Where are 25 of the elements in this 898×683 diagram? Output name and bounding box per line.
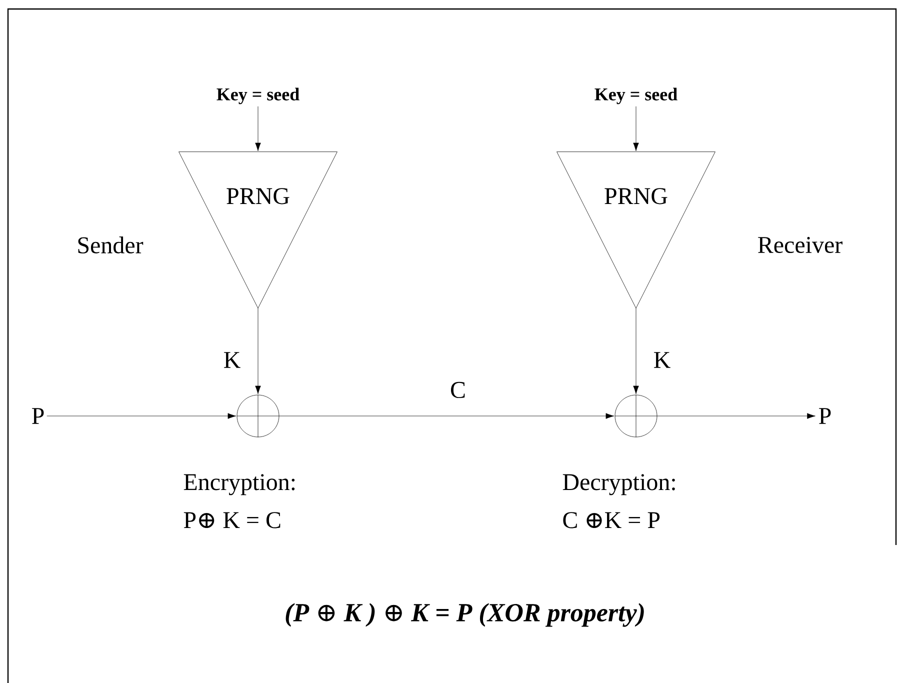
- caption-text: C ⊕K = P: [563, 512, 660, 528]
- arrow: [255, 106, 261, 152]
- arrow: [255, 308, 261, 394]
- xor-symbol: [236, 394, 280, 438]
- arrow: [279, 413, 614, 419]
- caption-text: P⊕ K = C: [184, 512, 280, 528]
- label-text: Receiver: [758, 236, 842, 254]
- edge-label: K: [224, 352, 240, 368]
- label-text: (P ⊕ K ) ⊕ K = P (XOR property): [286, 603, 644, 627]
- prng-triangle: PRNG: [178, 152, 338, 308]
- edge-label: K: [654, 352, 670, 368]
- caption-text: Decryption:: [562, 474, 675, 496]
- prng-triangle: PRNG: [556, 152, 716, 308]
- arrow: [657, 413, 816, 419]
- arrow: [46, 413, 236, 419]
- node-text: P: [32, 408, 44, 424]
- edge-label: C: [451, 382, 465, 398]
- arrow: [633, 106, 639, 152]
- xor-symbol: [614, 394, 658, 438]
- node-text: Key = seed: [216, 88, 300, 104]
- label-text: Sender: [78, 236, 144, 254]
- node-text: P: [819, 408, 831, 424]
- node-text: Key = seed: [594, 88, 678, 104]
- arrow: [633, 308, 639, 394]
- caption-text: Encryption:: [184, 474, 295, 496]
